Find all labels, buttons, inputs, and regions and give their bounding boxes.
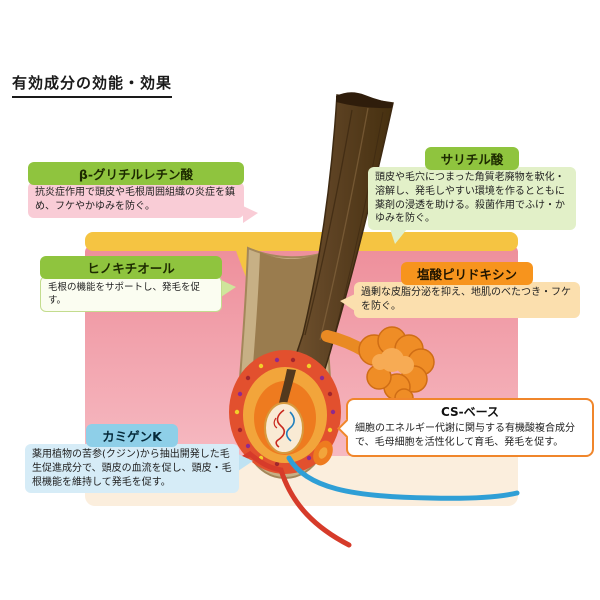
callout-pyridoxine-title: 塩酸ピリドキシン [400,262,533,285]
callout-kamigen-k-body: 薬用植物の苦参(クジン)から抽出開発した毛生促進成分で、頭皮の血流を促し、頭皮・… [25,444,239,494]
callout-pointer-icon [390,229,407,245]
callout-pointer-icon [238,454,253,471]
callout-pointer-icon [340,294,355,311]
callout-hinokitiol-title: ヒノキチオール [40,256,222,279]
blood-vessel-blue [286,455,520,501]
callout-glycyrrhetinic-title: β-グリチルレチン酸 [28,162,244,185]
callout-cs-base-title: CS-ベース [440,405,500,419]
callout-salicylic-body: 頭皮や毛穴につまった角質老廃物を軟化・溶解し、発毛しやすい環境を作るとともに薬剤… [368,167,576,231]
callout-salicylic: サリチル酸 頭皮や毛穴につまった角質老廃物を軟化・溶解し、発毛しやすい環境を作る… [368,147,576,245]
callout-pointer-icon [243,206,258,223]
callout-pointer-icon [221,280,236,297]
callout-salicylic-title: サリチル酸 [424,147,520,170]
callout-pyridoxine-body: 過剰な皮脂分泌を抑え、地肌のべたつき・フケを防ぐ。 [354,282,580,318]
callout-pyridoxine: 塩酸ピリドキシン 過剰な皮脂分泌を抑え、地肌のべたつき・フケを防ぐ。 [340,262,580,318]
sebaceous-gland [321,326,435,416]
callout-glycyrrhetinic-body: 抗炎症作用で頭皮や毛根周囲組織の炎症を鎮め、フケやかゆみを防ぐ。 [28,182,244,218]
dermal-papilla [264,402,304,454]
callout-glycyrrhetinic: β-グリチルレチン酸 抗炎症作用で頭皮や毛根周囲組織の炎症を鎮め、フケやかゆみを… [28,162,258,223]
callout-cs-base-body: 細胞のエネルギー代謝に関与する有機酸複合成分で、毛母細胞を活性化して育毛、発毛を… [355,423,575,448]
page-title: 有効成分の効能・効果 [12,72,173,98]
callout-kamigen-k-title: カミゲンK [86,424,178,447]
callout-cs-base: CS-ベース 細胞のエネルギー代謝に関与する有機酸複合成分で、毛母細胞を活性化し… [337,398,594,457]
callout-hinokitiol-body: 毛根の機能をサポートし、発毛を促す。 [40,276,222,313]
callout-kamigen-k: カミゲンK 薬用植物の苦参(クジン)から抽出開発した毛生促進成分で、頭皮の血流を… [25,424,253,494]
callout-hinokitiol: ヒノキチオール 毛根の機能をサポートし、発毛を促す。 [40,256,236,313]
